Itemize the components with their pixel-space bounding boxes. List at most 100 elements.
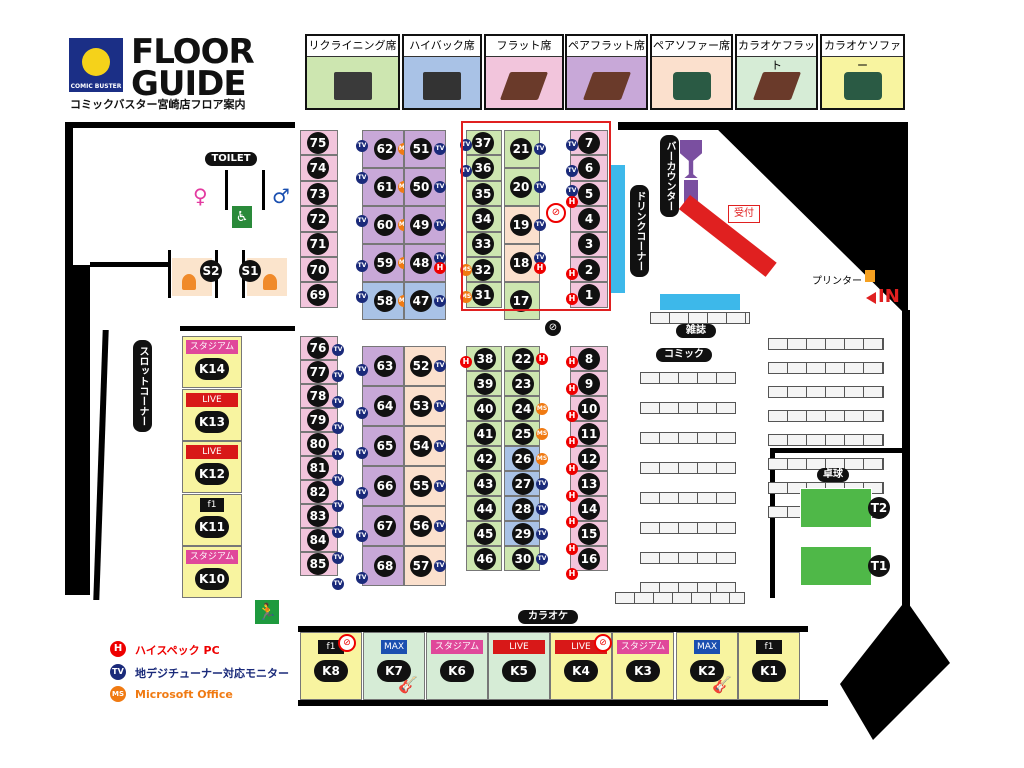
karaoke-room-number: K13 — [195, 410, 229, 433]
high-spec-pc-icon: H — [566, 383, 578, 395]
seat-type-label: リクライニング席 — [307, 36, 398, 57]
seat-number-76: 76 — [307, 337, 329, 359]
ms-office-icon: MS — [460, 291, 472, 303]
tv-monitor-icon: TV — [332, 344, 344, 356]
seat-number-64: 64 — [374, 395, 396, 417]
tv-monitor-icon: TV — [332, 500, 344, 512]
seat-number-78: 78 — [307, 385, 329, 407]
seat-number-42: 42 — [474, 447, 496, 470]
karaoke-room-number: K3 — [626, 660, 660, 682]
seat-number-59: 59 — [374, 252, 396, 274]
seat-number-16: 16 — [578, 547, 600, 570]
comic-shelf — [640, 492, 736, 504]
karaoke-room-number: K11 — [195, 515, 229, 538]
comic-shelf — [768, 338, 884, 350]
comic-label: コミック — [656, 348, 712, 362]
tv-monitor-icon: TV — [110, 664, 126, 680]
high-spec-pc-icon: H — [566, 293, 578, 305]
high-spec-pc-icon: H — [566, 268, 578, 280]
seat-number-62: 62 — [374, 138, 396, 160]
toilet-wall-3 — [168, 250, 171, 298]
legend-ms-office: Microsoft Office — [135, 688, 233, 701]
seat-type-1: ハイバック席 — [402, 34, 482, 110]
tv-monitor-icon: TV — [356, 215, 368, 227]
pingpong-table-t2 — [800, 488, 872, 528]
seat-number-68: 68 — [374, 555, 396, 577]
high-spec-pc-icon: H — [566, 543, 578, 555]
seat-type-icon — [672, 72, 711, 100]
karaoke-room-number: K4 — [564, 660, 598, 682]
seat-number-24: 24 — [512, 397, 534, 420]
seat-type-3: ペアフラット席 — [565, 34, 648, 110]
seat-number-13: 13 — [578, 472, 600, 495]
table-t1-label: T1 — [868, 555, 890, 577]
ms-office-icon: MS — [460, 264, 472, 276]
seat-number-40: 40 — [474, 397, 496, 420]
seat-number-21: 21 — [510, 138, 532, 160]
wall-left — [65, 122, 73, 272]
seat-number-38: 38 — [474, 347, 496, 370]
seat-number-20: 20 — [510, 176, 532, 198]
seat-number-30: 30 — [512, 547, 534, 570]
seat-number-4: 4 — [578, 207, 600, 230]
tv-monitor-icon: TV — [332, 526, 344, 538]
wall-right — [902, 310, 910, 610]
karaoke-type-tag: スタジアム — [617, 640, 669, 654]
seat-number-60: 60 — [374, 214, 396, 236]
seat-number-44: 44 — [474, 497, 496, 520]
shower-icon — [182, 274, 196, 290]
tv-monitor-icon: TV — [356, 530, 368, 542]
legend-high-spec: ハイスペック PC — [135, 644, 220, 657]
shower-s1-label: S1 — [239, 260, 261, 282]
seat-type-label: カラオケソファー — [822, 36, 903, 72]
page-subtitle: コミックバスター宮崎店フロア案内 — [70, 98, 246, 111]
comic-shelf — [768, 362, 884, 374]
seat-number-73: 73 — [307, 182, 329, 205]
wall-horizontal-mid — [90, 262, 170, 267]
logo-text: COMIC BUSTER — [70, 83, 122, 90]
seat-number-65: 65 — [374, 435, 396, 457]
karaoke-room-number: K7 — [377, 660, 411, 682]
seat-number-43: 43 — [474, 472, 496, 495]
seat-number-48: 48 — [410, 252, 432, 274]
seat-number-83: 83 — [307, 505, 329, 527]
tv-monitor-icon: TV — [434, 181, 446, 193]
table-t2-label: T2 — [868, 497, 890, 519]
entrance-label: IN — [878, 286, 900, 307]
tv-monitor-icon: TV — [434, 560, 446, 572]
seat-number-5: 5 — [578, 182, 600, 205]
male-toilet-icon: ♂ — [272, 184, 290, 208]
seat-number-80: 80 — [307, 433, 329, 455]
wall-bottom — [298, 626, 808, 632]
karaoke-type-tag: f1 — [200, 497, 224, 512]
toilet-wall-2 — [262, 170, 265, 210]
seat-type-label: ペアフラット席 — [567, 36, 646, 57]
ms-office-icon: MS — [536, 402, 548, 415]
seat-number-52: 52 — [410, 355, 432, 377]
high-spec-pc-icon: H — [566, 356, 578, 368]
seat-number-82: 82 — [307, 481, 329, 503]
karaoke-type-tag: MAX — [694, 640, 720, 654]
karaoke-room-number: K10 — [195, 568, 229, 590]
karaoke-room-number: K8 — [314, 660, 348, 682]
seat-number-50: 50 — [410, 176, 432, 198]
entrance-arrow-icon — [866, 292, 876, 304]
tv-monitor-icon: TV — [332, 396, 344, 408]
tv-monitor-icon: TV — [356, 572, 368, 584]
high-spec-pc-icon: H — [566, 436, 578, 448]
seat-number-47: 47 — [410, 290, 432, 312]
highlight-box — [461, 121, 611, 311]
seat-number-71: 71 — [307, 233, 329, 256]
seat-number-17: 17 — [510, 290, 532, 312]
seat-67[interactable] — [362, 506, 404, 546]
karaoke-type-tag: f1 — [318, 640, 344, 654]
seat-number-63: 63 — [374, 355, 396, 377]
tv-monitor-icon: TV — [356, 260, 368, 272]
high-spec-pc-icon: H — [534, 262, 546, 274]
seat-number-41: 41 — [474, 422, 496, 445]
printer-label: プリンター — [812, 276, 862, 287]
high-spec-pc-icon: H — [460, 356, 472, 368]
pingpong-table-t1 — [800, 546, 872, 586]
seat-number-11: 11 — [578, 422, 600, 445]
high-spec-pc-icon: H — [536, 352, 548, 365]
